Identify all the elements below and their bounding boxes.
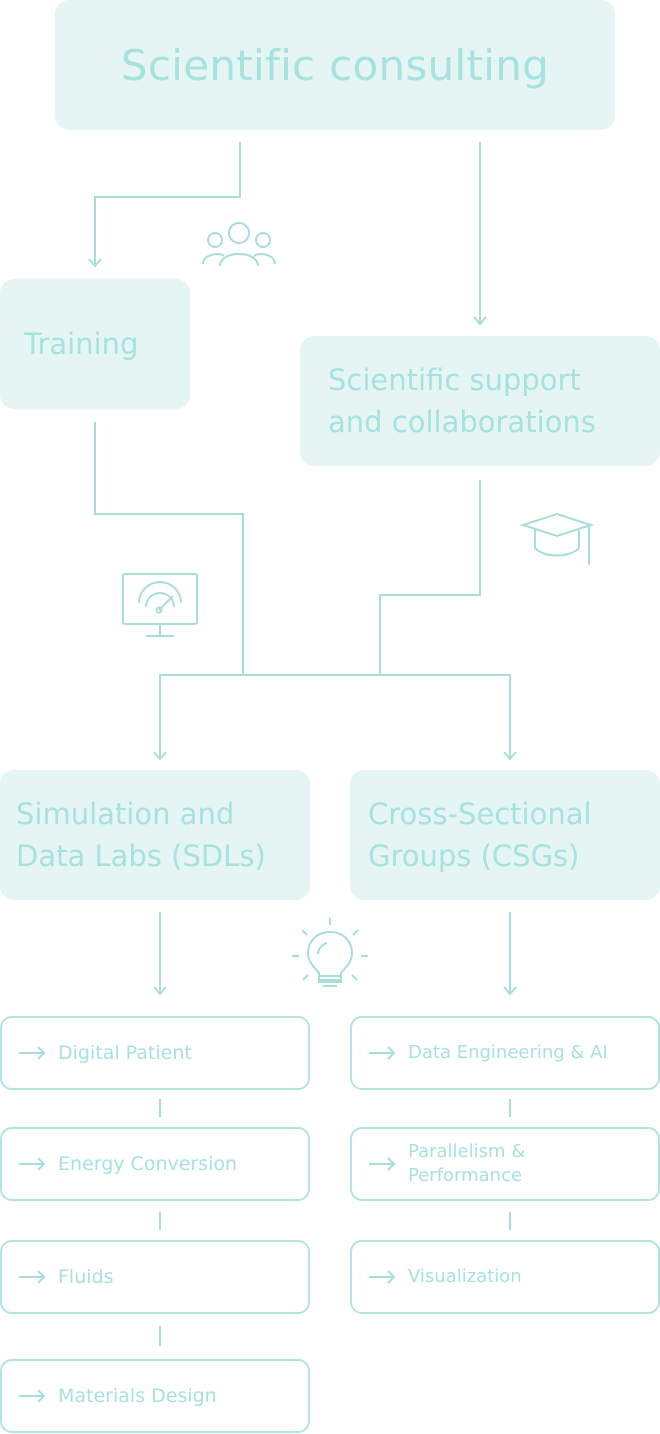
arrow-right-icon bbox=[19, 1046, 46, 1060]
sdl-item-energy-conversion[interactable]: Energy Conversion bbox=[0, 1127, 310, 1201]
arrow-right-icon bbox=[19, 1270, 46, 1284]
csg-label-line1: Cross-Sectional bbox=[368, 797, 592, 831]
scientific-support-box: Scientific support and collaborations bbox=[300, 336, 660, 466]
sdl-box: Simulation and Data Labs (SDLs) bbox=[0, 770, 310, 900]
sdl-item-fluids[interactable]: Fluids bbox=[0, 1240, 310, 1314]
sdl-item-label: Materials Design bbox=[58, 1385, 217, 1407]
connector-support-junction bbox=[379, 480, 481, 674]
monitor-gauge-icon bbox=[122, 573, 198, 637]
arrowhead bbox=[503, 751, 517, 761]
connector-bus bbox=[159, 674, 511, 758]
arrowhead bbox=[473, 316, 487, 326]
arrow-right-icon bbox=[369, 1157, 396, 1171]
csg-item-label-line2: Performance bbox=[408, 1165, 523, 1186]
arrow-right-icon bbox=[369, 1046, 396, 1060]
connector-title-training bbox=[94, 142, 241, 265]
csg-item-parallelism[interactable]: Parallelism & Performance bbox=[350, 1127, 660, 1201]
support-label-line2: and collaborations bbox=[328, 405, 596, 439]
arrowhead bbox=[153, 986, 167, 996]
sdl-item-label: Fluids bbox=[58, 1266, 114, 1288]
scientific-consulting-box: Scientific consulting bbox=[55, 0, 615, 130]
arrow-right-icon bbox=[369, 1270, 396, 1284]
sdl-item-digital-patient[interactable]: Digital Patient bbox=[0, 1016, 310, 1090]
scientific-consulting-label: Scientific consulting bbox=[120, 40, 550, 90]
training-label: Training bbox=[24, 327, 139, 361]
sdl-label-line2: Data Labs (SDLs) bbox=[16, 839, 266, 873]
connector-training-junction bbox=[94, 422, 244, 674]
csg-item-data-engineering[interactable]: Data Engineering & AI bbox=[350, 1016, 660, 1090]
sdl-item-label: Energy Conversion bbox=[58, 1153, 238, 1175]
csg-box: Cross-Sectional Groups (CSGs) bbox=[350, 770, 660, 900]
arrowhead bbox=[503, 986, 517, 996]
arrowhead bbox=[88, 258, 102, 268]
csg-item-label-line1: Parallelism & bbox=[408, 1141, 526, 1162]
arrow-right-icon bbox=[19, 1389, 46, 1403]
training-box: Training bbox=[0, 279, 190, 409]
sdl-item-label: Digital Patient bbox=[58, 1042, 192, 1064]
lightbulb-icon bbox=[292, 918, 368, 987]
csg-item-visualization[interactable]: Visualization bbox=[350, 1240, 660, 1314]
graduation-cap-icon bbox=[520, 512, 594, 565]
arrowhead bbox=[153, 751, 167, 761]
sdl-label-line1: Simulation and bbox=[16, 797, 235, 831]
csg-label-line2: Groups (CSGs) bbox=[368, 839, 580, 873]
csg-item-label-line1: Data Engineering & AI bbox=[408, 1042, 608, 1063]
csg-item-label-line1: Visualization bbox=[408, 1266, 522, 1287]
sdl-item-materials-design[interactable]: Materials Design bbox=[0, 1359, 310, 1433]
arrow-right-icon bbox=[19, 1157, 46, 1171]
support-label-line1: Scientific support bbox=[328, 363, 581, 397]
people-group-icon bbox=[202, 222, 276, 267]
